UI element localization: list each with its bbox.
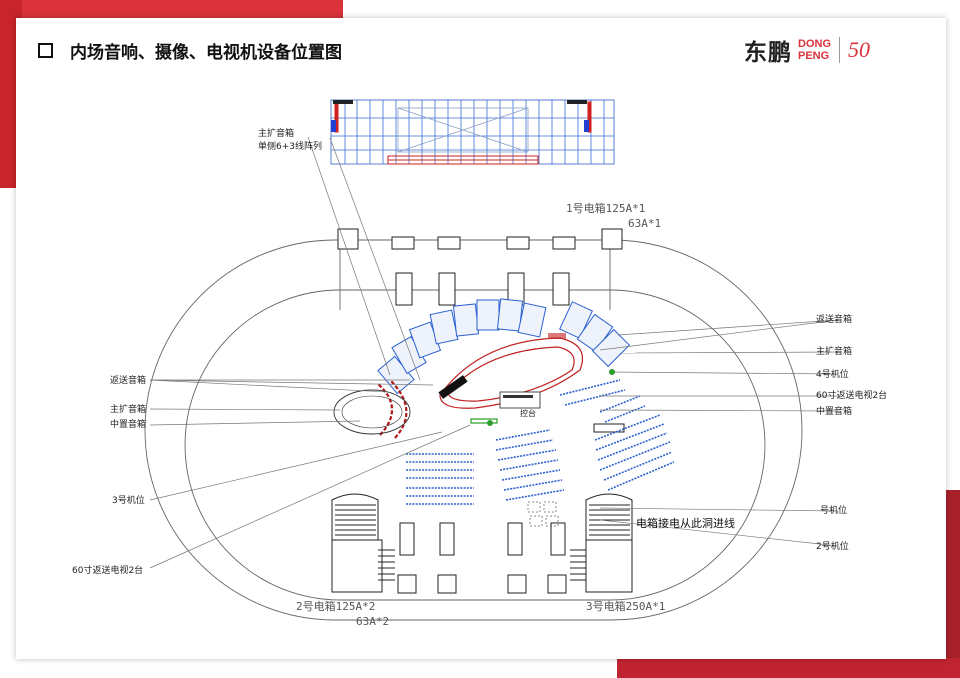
pillars bbox=[337, 228, 623, 594]
camera-markers bbox=[487, 369, 615, 426]
left-stage-ellipse bbox=[333, 389, 411, 435]
audience-seating bbox=[406, 379, 675, 505]
power-box-1-label: 1号电箱125A*1 bbox=[566, 202, 646, 215]
center-speaker-left-label: 中置音箱 bbox=[110, 420, 147, 430]
green-marker bbox=[470, 418, 498, 424]
left-speaker-arcs bbox=[377, 379, 408, 439]
brand-logo: 东鹏 DONG PENG 50 bbox=[744, 34, 870, 66]
console-desk bbox=[499, 391, 541, 409]
center-stage bbox=[438, 333, 584, 409]
camera-center-marker bbox=[487, 420, 493, 426]
camera-1-label: 号机位 bbox=[820, 506, 848, 516]
logo-cn-text: 东鹏 bbox=[744, 40, 792, 66]
camera-crane bbox=[438, 375, 468, 399]
camera-2-label: 2号机位 bbox=[816, 542, 849, 552]
tv-stand-right bbox=[593, 423, 625, 433]
power-box-2-sub-label: 63A*2 bbox=[356, 615, 390, 628]
stage-elevation-drawing bbox=[330, 99, 615, 165]
camera-4-marker bbox=[609, 369, 615, 375]
stage-elevation-red bbox=[334, 101, 592, 165]
camera-4-label: 4号机位 bbox=[816, 370, 849, 380]
floor-marks bbox=[527, 501, 559, 527]
center-speaker-right-label: 中置音箱 bbox=[816, 407, 853, 417]
power-entry-note: 电箱接电从此洞进线 bbox=[636, 517, 735, 530]
left-stage-ellipse-inner bbox=[341, 395, 403, 429]
stair-blocks bbox=[331, 493, 633, 593]
logo-en-bottom: PENG bbox=[798, 50, 830, 62]
tv-right-label: 60寸返送电视2台 bbox=[816, 391, 888, 401]
corner-accent-bottom-strip bbox=[617, 658, 960, 678]
page-title-text: 内场音响、摄像、电视机设备位置图 bbox=[70, 43, 342, 63]
tv-left-label: 60寸返送电视2台 bbox=[72, 566, 144, 576]
logo-en-top: DONG bbox=[798, 38, 831, 50]
stand-blocks bbox=[377, 298, 631, 395]
slide-card bbox=[16, 18, 946, 659]
console-label: 控台 bbox=[520, 409, 536, 418]
title-bullet-icon bbox=[38, 43, 53, 58]
line-array-speakers bbox=[331, 100, 589, 132]
return-speaker-right-label: 返送音箱 bbox=[816, 315, 853, 325]
power-box-1-sub-label: 63A*1 bbox=[628, 217, 662, 230]
main-speaker-desc-label: 单侧6+3线阵列 bbox=[258, 142, 322, 152]
leader-lines bbox=[149, 136, 839, 569]
camera-3-label: 3号机位 bbox=[112, 496, 145, 506]
anniversary-mark: 50 bbox=[848, 37, 870, 62]
arena-outline bbox=[144, 239, 803, 621]
main-speaker-right-label: 主扩音箱 bbox=[816, 347, 853, 357]
logo-separator bbox=[839, 37, 840, 63]
main-speaker-left-label: 主扩音箱 bbox=[110, 405, 147, 415]
page-title: 内场音响、摄像、电视机设备位置图 bbox=[38, 38, 342, 63]
return-speaker-left-label: 返送音箱 bbox=[110, 376, 147, 386]
main-speaker-top-label: 主扩音箱 bbox=[258, 129, 295, 139]
power-box-3-label: 3号电箱250A*1 bbox=[586, 600, 666, 613]
logo-en-text: DONG PENG bbox=[798, 38, 831, 62]
power-box-2-label: 2号电箱125A*2 bbox=[296, 600, 376, 613]
